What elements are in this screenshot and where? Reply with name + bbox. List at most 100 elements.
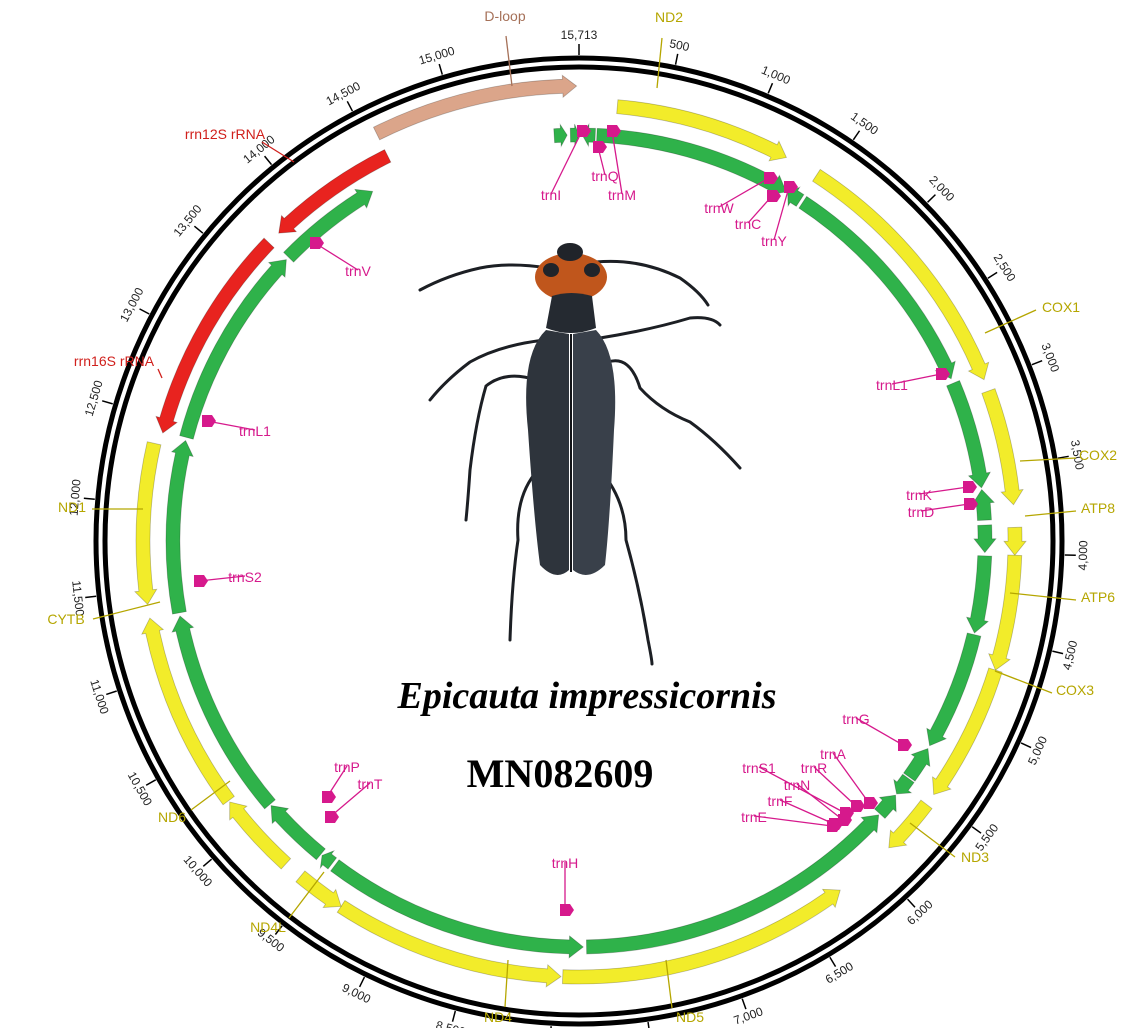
trna-marker bbox=[851, 800, 865, 812]
cox1-arc bbox=[813, 169, 989, 379]
scale-tick bbox=[453, 1011, 456, 1022]
pcg-label-atp8: ATP8 bbox=[1081, 500, 1115, 516]
scale-tick-label: 5,000 bbox=[1025, 734, 1050, 767]
trna-marker bbox=[325, 811, 339, 823]
scale-tick-label: 4,500 bbox=[1060, 639, 1081, 672]
trna-track-arc bbox=[166, 441, 193, 615]
scale-tick-label: 13,000 bbox=[117, 285, 147, 324]
scale-tick-label: 6,500 bbox=[823, 959, 856, 987]
nd1-arc bbox=[135, 442, 161, 605]
scale-tick-label: 3,000 bbox=[1038, 341, 1062, 374]
scale-tick bbox=[908, 899, 915, 907]
nd4l-arc bbox=[296, 871, 341, 908]
scale-tick-label: 4,000 bbox=[1076, 540, 1091, 571]
trna-track-arc bbox=[967, 556, 992, 633]
scale-tick bbox=[347, 101, 352, 111]
trna-label-trnt: trnT bbox=[358, 776, 383, 792]
rrna-label: rrn16S rRNA bbox=[74, 353, 155, 369]
scale-tick-label: 14,500 bbox=[324, 79, 363, 109]
trna-label-trnv: trnV bbox=[345, 263, 371, 279]
cox2-arc bbox=[982, 389, 1023, 505]
pcg-label-nd4l: ND4L bbox=[250, 919, 286, 935]
pcg-label-cytb: CYTB bbox=[47, 611, 84, 627]
trna-label-trnl1: trnL1 bbox=[239, 423, 271, 439]
atp6-arc bbox=[989, 555, 1022, 670]
trna-marker bbox=[194, 575, 208, 587]
scale-tick bbox=[768, 83, 772, 93]
scale-tick-label: 2,500 bbox=[991, 251, 1019, 284]
trna-label-trnh: trnH bbox=[552, 855, 578, 871]
trna-track-arc bbox=[172, 616, 275, 809]
trna-label-trnn: trnN bbox=[784, 777, 810, 793]
scale-tick bbox=[439, 64, 442, 75]
trna-label-trnm: trnM bbox=[608, 187, 636, 203]
scale-tick bbox=[972, 827, 981, 833]
scale-tick-label: 13,500 bbox=[171, 202, 205, 240]
trna-label-trny: trnY bbox=[761, 233, 787, 249]
accession-number: MN082609 bbox=[467, 751, 654, 796]
beetle-illustration bbox=[420, 243, 740, 664]
scale-tick bbox=[1021, 743, 1031, 748]
pcg-label-nd6: ND6 bbox=[158, 809, 186, 825]
trna-marker bbox=[202, 415, 216, 427]
trna-label-trns1: trnS1 bbox=[742, 760, 776, 776]
trna-marker bbox=[322, 791, 336, 803]
scale-tick bbox=[853, 131, 859, 140]
scale-tick bbox=[203, 859, 211, 866]
scale-tick bbox=[676, 54, 678, 65]
trna-label-trnl1: trnL1 bbox=[876, 377, 908, 393]
pcg-label-cox2: COX2 bbox=[1079, 447, 1117, 463]
pcg-label-atp6: ATP6 bbox=[1081, 589, 1115, 605]
scale-tick bbox=[988, 272, 997, 278]
scale-tick-label: 6,000 bbox=[904, 897, 936, 928]
trna-track-arc bbox=[974, 525, 996, 553]
trna-marker bbox=[963, 481, 977, 493]
scale-tick bbox=[146, 780, 156, 785]
scale-tick-label: 10,000 bbox=[181, 853, 216, 890]
scale-tick-label: 7,000 bbox=[732, 1004, 765, 1027]
scale-tick bbox=[648, 1022, 650, 1028]
pcg-label-nd2: ND2 bbox=[655, 9, 683, 25]
scale-tick-label: 15,713 bbox=[561, 28, 598, 42]
atp8-arc bbox=[1004, 527, 1026, 555]
scale-tick-label: 11,000 bbox=[87, 677, 111, 716]
trna-label-trnc: trnC bbox=[735, 216, 761, 232]
scale-tick-label: 8,500 bbox=[434, 1018, 467, 1028]
scale-tick bbox=[1052, 651, 1063, 653]
dloop-arc bbox=[373, 75, 576, 139]
scale-tick bbox=[194, 226, 203, 233]
trna-label-trnw: trnW bbox=[704, 200, 734, 216]
trna-label-trnr: trnR bbox=[801, 760, 827, 776]
pcg-leader-line bbox=[1010, 593, 1076, 600]
pcg-label-nd1: ND1 bbox=[58, 499, 86, 515]
dloop-label: D-loop bbox=[484, 8, 525, 24]
scale-tick-label: 9,000 bbox=[340, 980, 373, 1006]
scale-tick bbox=[742, 999, 746, 1009]
trna-marker bbox=[560, 904, 574, 916]
scale-tick bbox=[106, 691, 116, 694]
trna-label-trni: trnI bbox=[541, 187, 561, 203]
trna-label-trng: trnG bbox=[842, 711, 869, 727]
scale-tick bbox=[85, 596, 96, 597]
trna-track-arc bbox=[554, 124, 567, 146]
pcg-label-nd3: ND3 bbox=[961, 849, 989, 865]
trna-label-trnp: trnP bbox=[334, 759, 360, 775]
pcg-label-nd4: ND4 bbox=[484, 1009, 512, 1025]
trna-label-trnk: trnK bbox=[906, 487, 932, 503]
scale-tick bbox=[928, 195, 936, 203]
trna-label-trnd: trnD bbox=[908, 504, 934, 520]
scale-tick-label: 12,500 bbox=[82, 378, 106, 417]
trna-label-trne: trnE bbox=[741, 809, 767, 825]
trna-track-arc bbox=[586, 815, 878, 954]
pcg-label-cox3: COX3 bbox=[1056, 682, 1094, 698]
scale-tick bbox=[102, 401, 113, 404]
scale-tick bbox=[360, 977, 365, 987]
trna-label-trns2: trnS2 bbox=[228, 569, 262, 585]
trna-track-arc bbox=[904, 749, 930, 782]
pcg-label-nd5: ND5 bbox=[676, 1009, 704, 1025]
species-name: Epicauta impressicornis bbox=[397, 675, 777, 717]
scale-tick bbox=[140, 309, 150, 314]
rrn16s-rrna-arc bbox=[156, 238, 274, 433]
scale-tick-label: 1,000 bbox=[759, 63, 792, 88]
